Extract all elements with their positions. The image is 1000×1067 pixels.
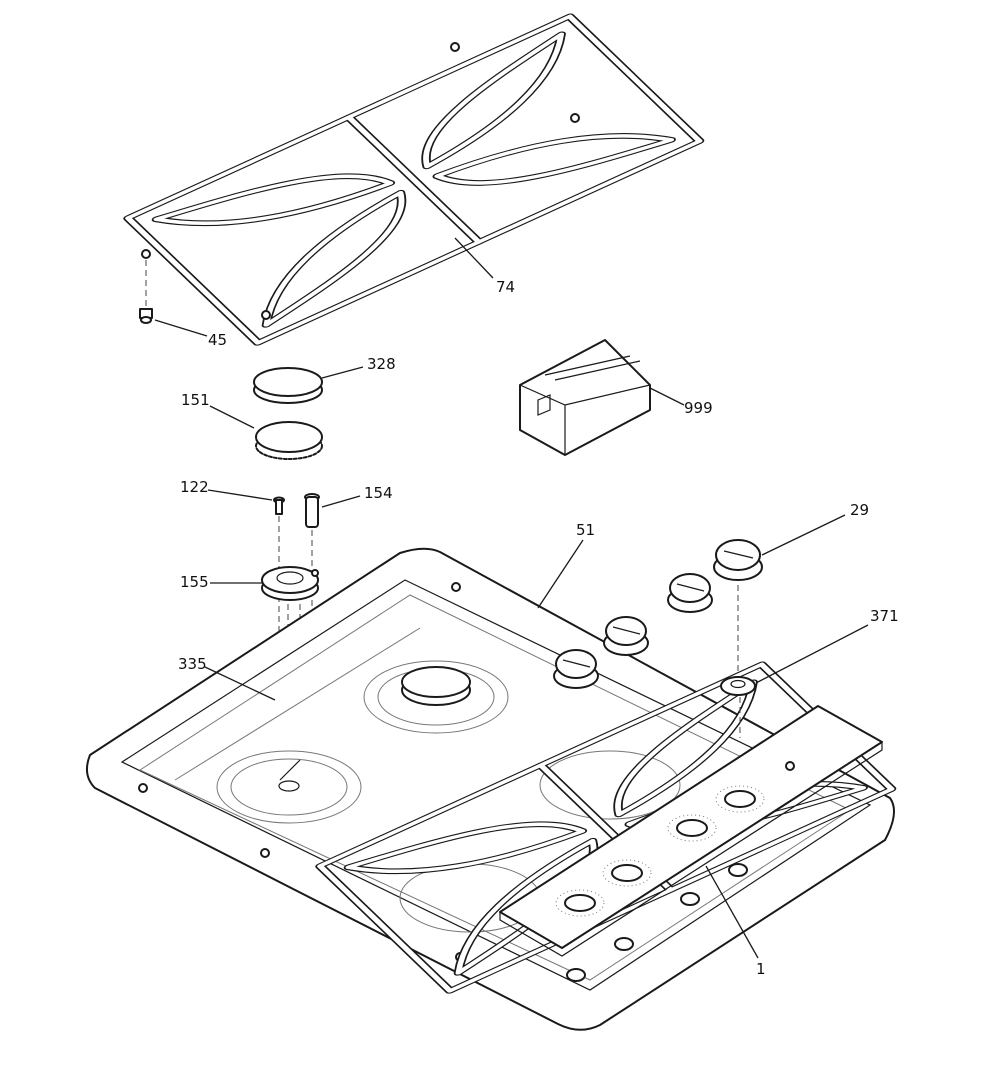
callout-155: 155 [180,573,209,591]
control-knobs-part-29 [553,539,763,689]
callout-151: 151 [181,391,210,409]
grate-foot-icon [570,113,580,123]
screw-icon [785,761,795,771]
grate-foot-icon [261,310,271,320]
upper-grate-part-74 [128,16,700,342]
callout-154: 154 [364,484,393,502]
electrode-part-154 [304,493,320,768]
callout-51: 51 [576,521,595,539]
burner-head-part-151 [255,421,323,460]
knob-icon [713,539,763,581]
leader-lines [154,237,869,959]
callout-74: 74 [496,278,515,296]
burner-cap-part-328 [253,367,323,404]
callout-45: 45 [208,331,227,349]
dial-icon [715,785,765,813]
callout-371: 371 [870,607,899,625]
dial-icon [602,859,652,887]
package-box-part-999 [519,339,651,456]
grate-foot-icon [141,249,151,259]
callout-1: 1 [756,960,766,978]
knob-icon [553,649,599,689]
dial-icon [667,814,717,842]
callout-999: 999 [684,399,713,417]
burner-base-part-155 [261,566,319,601]
callout-29: 29 [850,501,869,519]
grate-foot-part-45 [139,260,153,324]
callout-328: 328 [367,355,396,373]
knob-icon [603,616,649,656]
grate-foot-icon [450,42,460,52]
callout-335: 335 [178,655,207,673]
callout-labels: 74 45 328 151 999 122 154 51 29 155 371 … [178,278,899,978]
knob-icon [667,573,713,613]
control-panel-part-1 [499,705,883,957]
callout-122: 122 [180,478,209,496]
knob-bezel-part-371 [720,676,756,696]
dial-icon [555,889,605,917]
